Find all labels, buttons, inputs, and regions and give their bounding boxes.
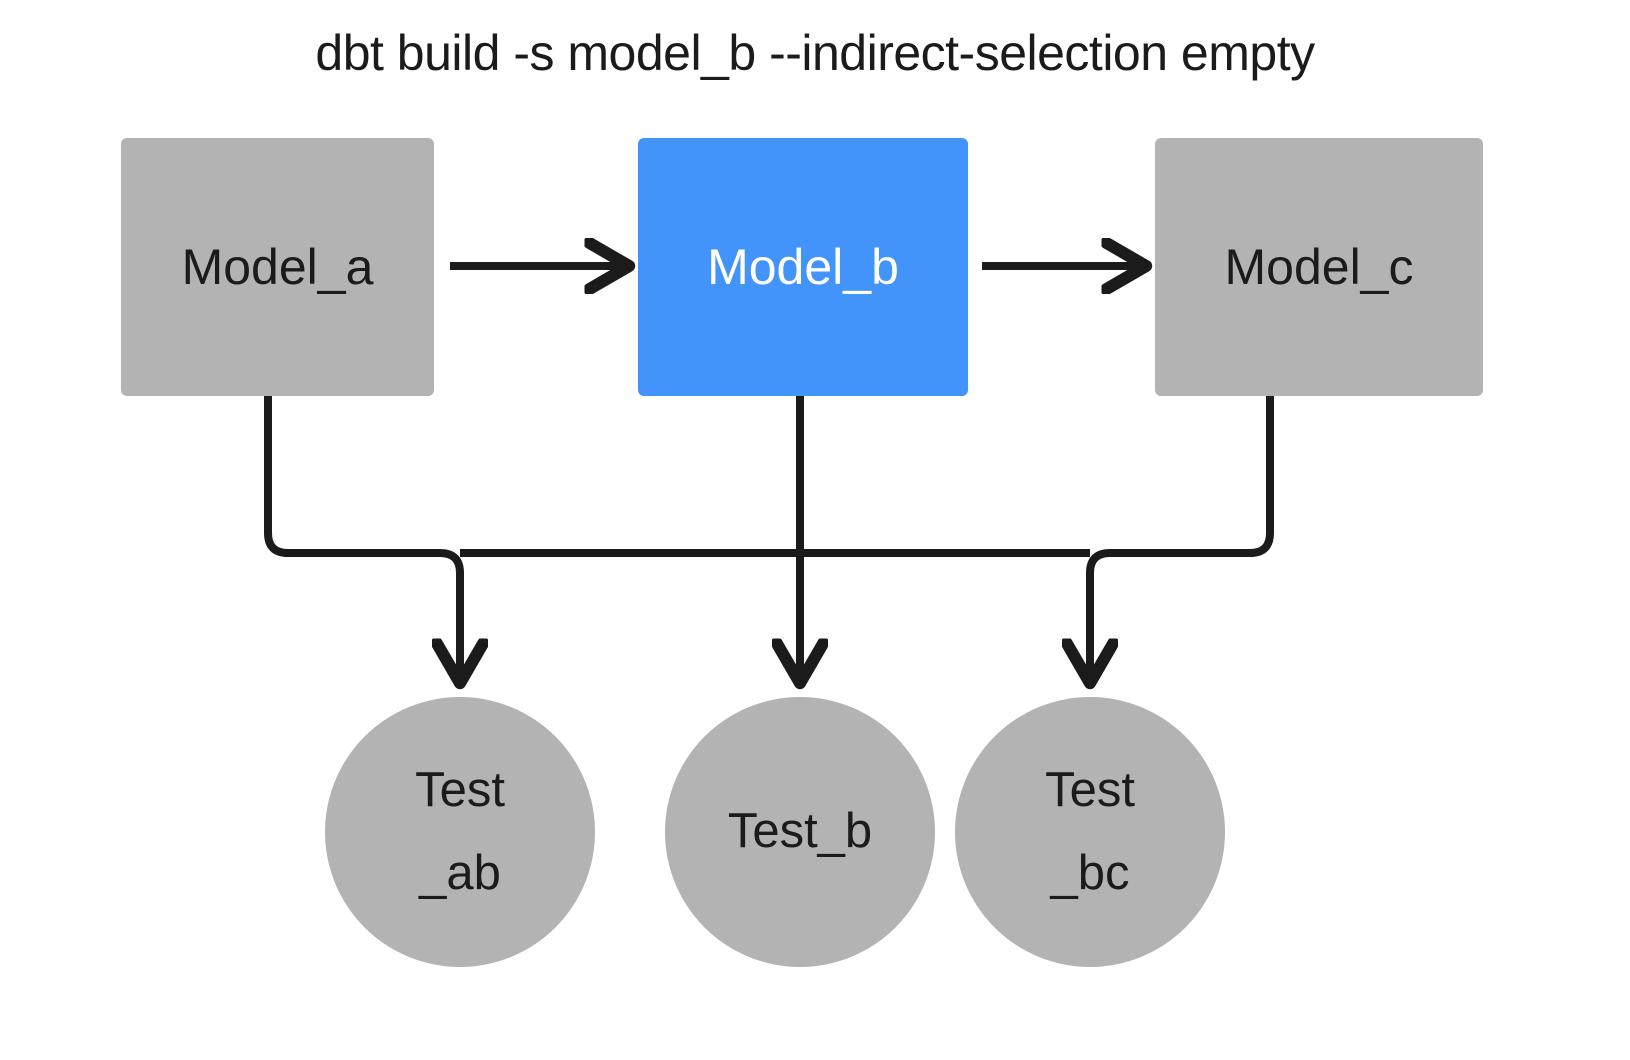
node-model-a-label: Model_a (181, 238, 374, 295)
node-test-b-label-line1: Test_b (727, 804, 873, 859)
node-model-c[interactable]: Model_c (1155, 138, 1483, 396)
node-model-a[interactable]: Model_a (121, 138, 434, 396)
node-test-b[interactable]: Test_b (665, 697, 935, 967)
node-test-bc-label-line1: Test (1045, 762, 1135, 817)
node-model-b-label: Model_b (707, 238, 899, 295)
node-test-ab[interactable]: Test _ab (325, 697, 595, 967)
node-model-b[interactable]: Model_b (638, 138, 968, 396)
node-test-ab-label-line1: Test (415, 762, 505, 817)
edge-model-c-to-test-bc (1090, 396, 1274, 680)
edge-model-a-to-test-ab (264, 396, 460, 680)
node-model-c-label: Model_c (1224, 238, 1414, 295)
node-test-bc-label-line2: _bc (1050, 846, 1130, 900)
diagram-title: dbt build -s model_b --indirect-selectio… (315, 25, 1315, 81)
node-test-ab-label-line2: _ab (419, 846, 501, 900)
node-test-bc[interactable]: Test _bc (955, 697, 1225, 967)
